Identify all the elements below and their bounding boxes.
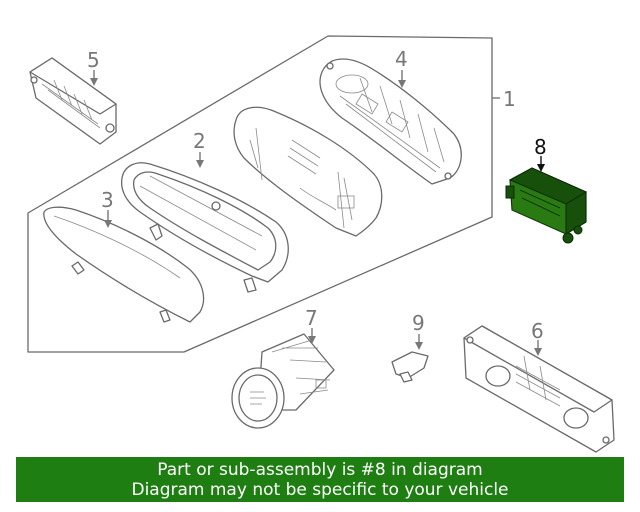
- callout-7[interactable]: 7: [305, 306, 318, 330]
- callout-4[interactable]: 4: [395, 47, 408, 71]
- assembly-frame: [27, 35, 493, 353]
- part-4-cluster-housing[interactable]: [319, 58, 462, 185]
- callout-1[interactable]: 1: [503, 87, 516, 111]
- banner-line-2: Diagram may not be specific to your vehi…: [131, 480, 509, 500]
- part-3-front-lens[interactable]: [43, 206, 205, 323]
- callout-5[interactable]: 5: [87, 48, 100, 72]
- part-2-lens-frame[interactable]: [120, 162, 289, 293]
- callout-3[interactable]: 3: [101, 188, 114, 212]
- part-5-switch-module[interactable]: [29, 57, 117, 145]
- callout-6[interactable]: 6: [531, 319, 544, 343]
- part-6-climate-panel[interactable]: [463, 325, 615, 453]
- banner-line-1: Part or sub-assembly is #8 in diagram: [157, 460, 483, 480]
- part-8-highlighted-module[interactable]: [505, 167, 588, 244]
- part-2-circuit-board[interactable]: [233, 106, 383, 237]
- part-9-bracket[interactable]: [391, 351, 429, 383]
- part-7-start-button[interactable]: [231, 333, 335, 429]
- callout-2[interactable]: 2: [193, 129, 206, 153]
- callout-9[interactable]: 9: [412, 311, 425, 335]
- diagram-notice-banner: Part or sub-assembly is #8 in diagram Di…: [16, 457, 624, 502]
- callout-8[interactable]: 8: [534, 135, 547, 159]
